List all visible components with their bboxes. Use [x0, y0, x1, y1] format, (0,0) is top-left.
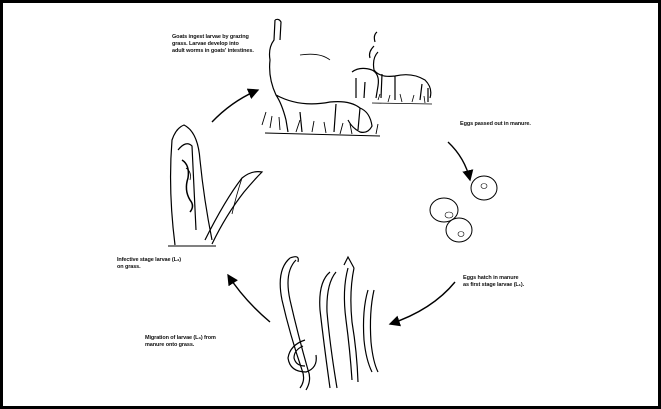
migration-line-1: Migration of larvae (L₃) from	[145, 335, 216, 342]
eggs-hatch-line-1: Eggs hatch in manure	[463, 275, 524, 282]
goats-ingest-label: Goats ingest larvae by grazing grass. La…	[172, 34, 254, 55]
goats-illustration	[262, 19, 432, 136]
eggs-passed-line-1: Eggs passed out in manure.	[460, 121, 531, 128]
migration-label: Migration of larvae (L₃) from manure ont…	[145, 335, 216, 349]
cycle-arrow-larvae-to-grass	[228, 275, 270, 322]
eggs-illustration	[430, 176, 497, 242]
cycle-arrow-goats-to-eggs	[448, 142, 470, 180]
goats-ingest-line-1: Goats ingest larvae by grazing	[172, 34, 254, 41]
cycle-arrow-eggs-to-larvae	[390, 282, 455, 324]
grass-blade-illustration	[168, 125, 262, 246]
eggs-hatch-line-2: as first stage larvae (L₁).	[463, 282, 524, 289]
larvae-illustration	[280, 257, 378, 390]
infective-line-1: Infective stage larvae (L₃)	[117, 257, 181, 264]
goats-ingest-line-3: adult worms in goats' intestines.	[172, 48, 254, 55]
migration-line-2: manure onto grass.	[145, 342, 216, 349]
goats-ingest-line-2: grass. Larvae develop into	[172, 41, 254, 48]
infective-line-2: on grass.	[117, 264, 181, 271]
eggs-hatch-label: Eggs hatch in manure as first stage larv…	[463, 275, 524, 289]
infective-stage-label: Infective stage larvae (L₃) on grass.	[117, 257, 181, 271]
eggs-passed-label: Eggs passed out in manure.	[460, 121, 531, 128]
cycle-arrow-grass-to-goats	[212, 90, 258, 122]
